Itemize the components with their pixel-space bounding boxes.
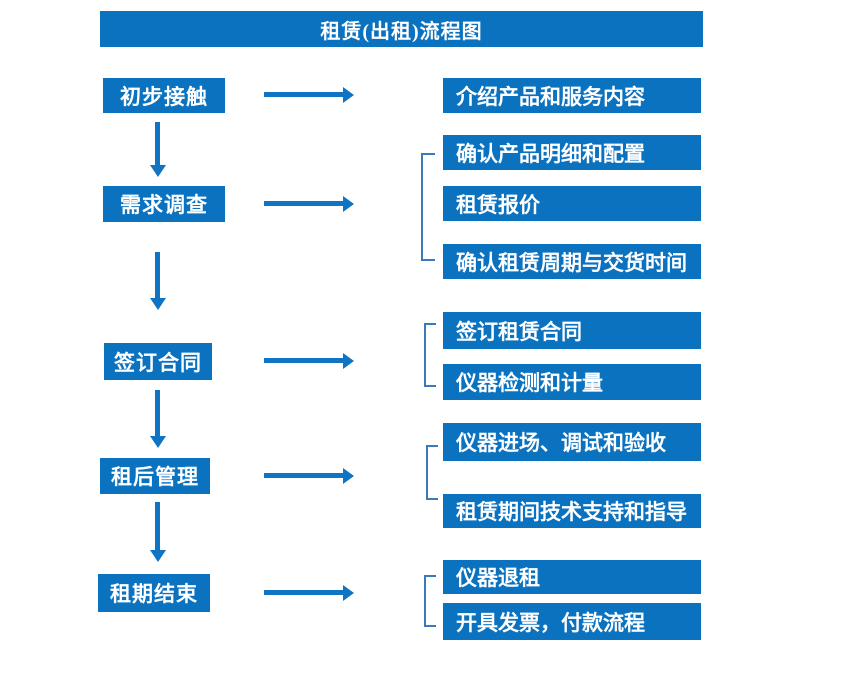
arrow-head-down-icon (150, 298, 166, 310)
arrow-head-right-icon (343, 468, 354, 484)
right-arrow-4 (264, 468, 354, 484)
arrow-shaft (264, 473, 344, 478)
arrow-head-down-icon (150, 436, 166, 448)
flowchart-title: 租赁(出租)流程图 (100, 11, 703, 47)
output-box-confirm-product-details: 确认产品明细和配置 (443, 135, 701, 170)
group-bracket-sign-contract (424, 323, 436, 387)
arrow-head-right-icon (343, 87, 354, 103)
arrow-shaft (264, 590, 344, 595)
stage-box-lease-end: 租期结束 (98, 574, 210, 612)
output-box-rental-tech-support: 租赁期间技术支持和指导 (443, 494, 701, 528)
right-arrow-3 (264, 353, 354, 369)
output-box-invoice-payment: 开具发票，付款流程 (443, 603, 701, 640)
arrow-head-right-icon (343, 585, 354, 601)
group-bracket-demand-survey (421, 153, 435, 261)
arrow-shaft (155, 502, 160, 551)
arrow-shaft (264, 358, 344, 363)
output-box-introduce-products-services: 介绍产品和服务内容 (443, 78, 701, 113)
stage-box-initial-contact: 初步接触 (103, 78, 225, 113)
output-box-instrument-testing-metering: 仪器检测和计量 (443, 364, 701, 400)
down-arrow-2 (150, 252, 166, 310)
arrow-shaft (264, 201, 344, 206)
arrow-head-down-icon (150, 165, 166, 177)
down-arrow-3 (150, 390, 166, 448)
stage-box-demand-survey: 需求调查 (103, 186, 225, 222)
down-arrow-1 (150, 122, 166, 177)
group-bracket-post-rental (426, 445, 438, 500)
right-arrow-2 (264, 196, 354, 212)
arrow-shaft (155, 390, 160, 437)
output-box-sign-rental-contract: 签订租赁合同 (443, 312, 701, 349)
stage-box-post-rental-management: 租后管理 (100, 458, 210, 494)
output-box-rental-quote: 租赁报价 (443, 186, 701, 221)
down-arrow-4 (150, 502, 166, 562)
arrow-shaft (155, 252, 160, 299)
group-bracket-lease-end (424, 575, 436, 627)
output-box-instrument-return: 仪器退租 (443, 560, 701, 594)
arrow-head-right-icon (343, 353, 354, 369)
arrow-shaft (155, 122, 160, 166)
arrow-head-right-icon (343, 196, 354, 212)
stage-box-sign-contract: 签订合同 (104, 343, 212, 380)
right-arrow-1 (264, 87, 354, 103)
output-box-confirm-rental-period-delivery: 确认租赁周期与交货时间 (443, 244, 701, 279)
arrow-head-down-icon (150, 550, 166, 562)
right-arrow-5 (264, 585, 354, 601)
output-box-instrument-setup-acceptance: 仪器进场、调试和验收 (443, 423, 701, 461)
arrow-shaft (264, 92, 344, 97)
